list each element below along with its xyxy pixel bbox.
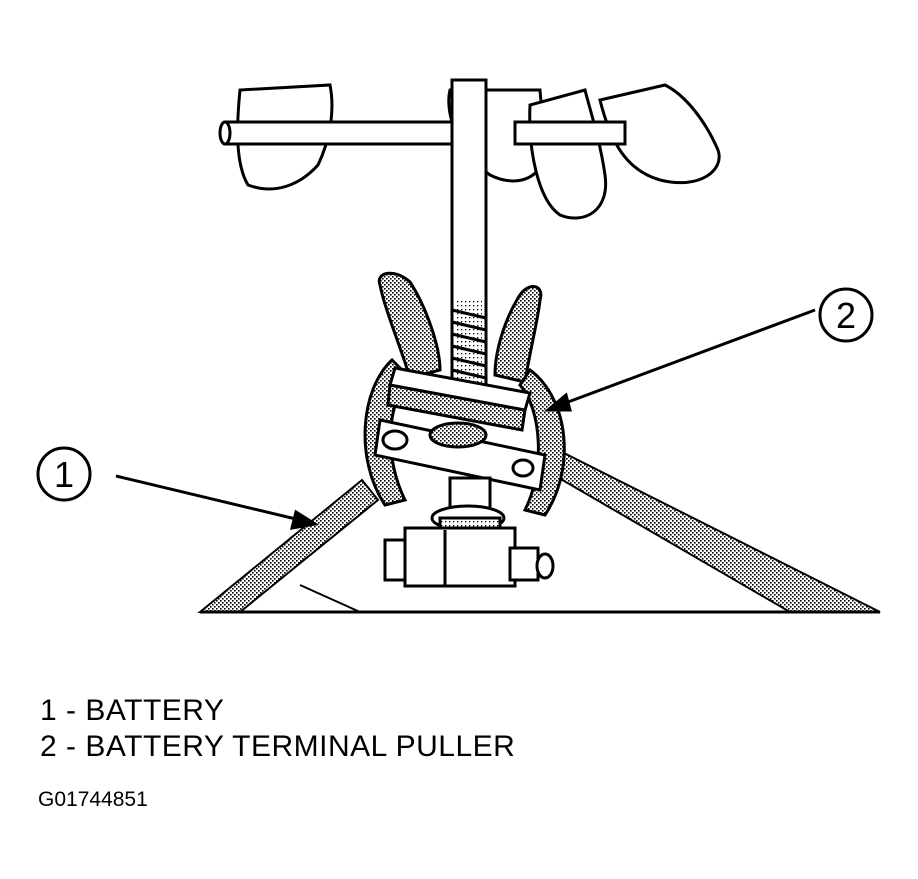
puller-screw bbox=[450, 78, 488, 402]
battery-terminal-clamp bbox=[383, 526, 555, 588]
puller-upper-plate bbox=[386, 366, 532, 432]
callout-2: 2 bbox=[818, 287, 874, 343]
legend-item-terminal-puller: 2 - BATTERY TERMINAL PULLER bbox=[40, 730, 516, 763]
puller-lower-plate bbox=[373, 418, 547, 492]
callout-circle bbox=[818, 287, 874, 343]
callout-leaders bbox=[115, 308, 816, 530]
callout-1: 1 bbox=[36, 446, 92, 502]
t-handle bbox=[218, 120, 627, 146]
callout-number: 1 bbox=[54, 454, 74, 495]
legend-item-battery: 1 - BATTERY bbox=[40, 694, 225, 727]
battery-case bbox=[197, 450, 881, 614]
callout-number: 2 bbox=[836, 295, 856, 336]
figure-code: G01744851 bbox=[38, 788, 148, 811]
callout-circle bbox=[36, 446, 92, 502]
terminal-puller-illustration: 1 2 bbox=[36, 78, 881, 614]
